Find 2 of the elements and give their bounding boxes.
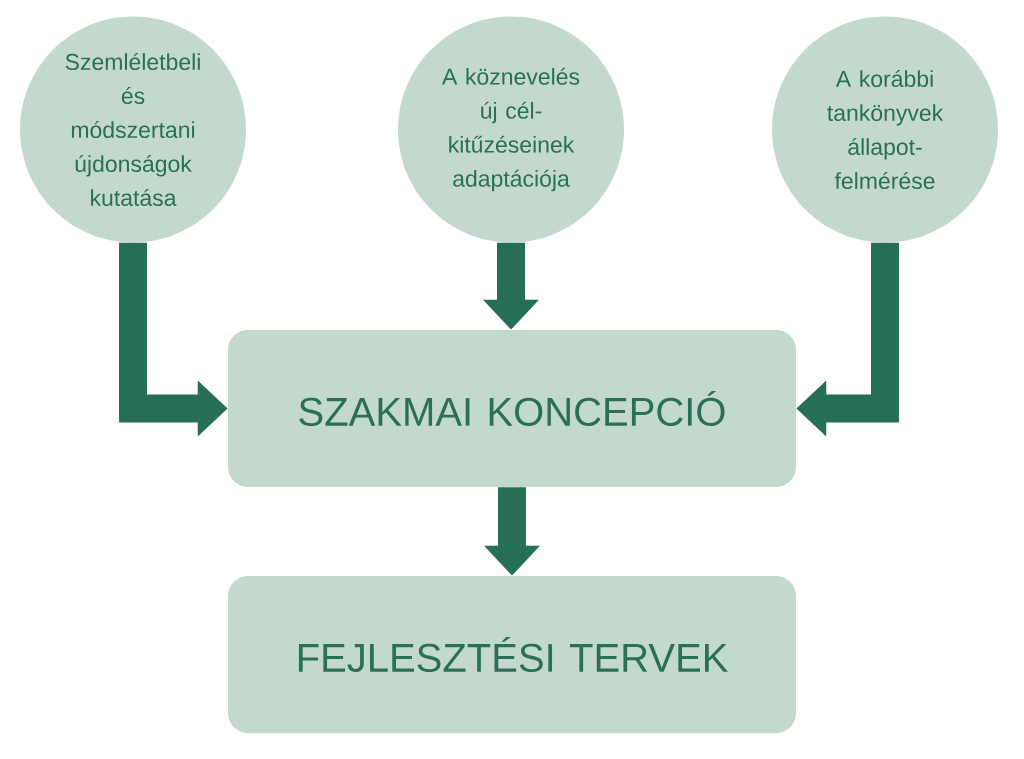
process-box: SZAKMAI KONCEPCIÓ [228,330,796,487]
process-box: FEJLESZTÉSI TERVEK [228,576,796,733]
